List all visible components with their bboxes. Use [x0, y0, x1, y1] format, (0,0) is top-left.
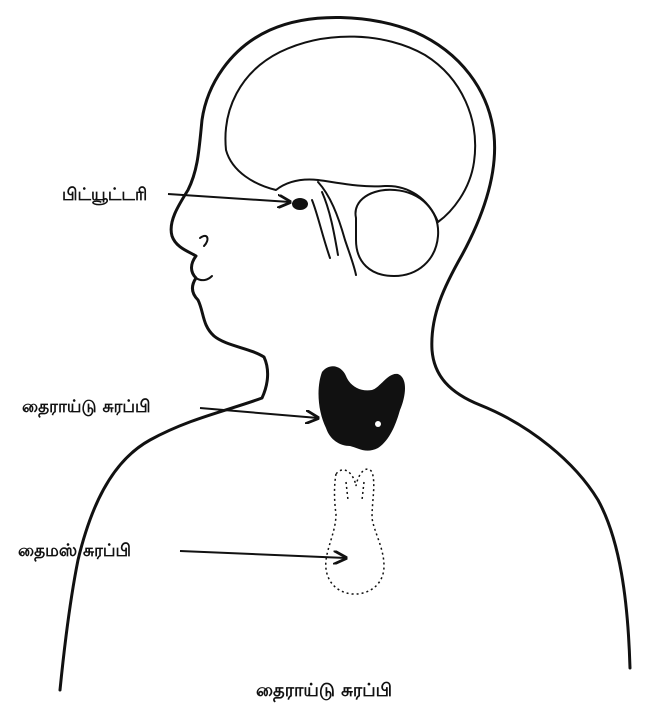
thymus-label: தைமஸ் சுரப்பி — [18, 541, 131, 561]
pituitary-label: பிட்யூட்டரி — [62, 185, 147, 205]
head-body-outline — [60, 17, 630, 690]
brain-outline — [225, 37, 475, 222]
pituitary-arrow — [168, 194, 290, 202]
thyroid-highlight — [375, 421, 381, 427]
thymus-inner-right — [362, 482, 364, 500]
thyroid-gland — [319, 366, 405, 450]
thymus-arrow — [180, 551, 346, 558]
thyroid-label: தைராய்டு சுரப்பி — [22, 397, 151, 417]
nose-detail — [200, 236, 207, 246]
thymus-gland — [326, 469, 384, 594]
mouth-detail — [196, 276, 212, 280]
thymus-inner-left — [346, 482, 348, 500]
cerebellum — [355, 190, 438, 276]
figure-caption: தைராய்டு சுரப்பி — [256, 680, 392, 703]
pituitary-gland — [292, 198, 308, 210]
